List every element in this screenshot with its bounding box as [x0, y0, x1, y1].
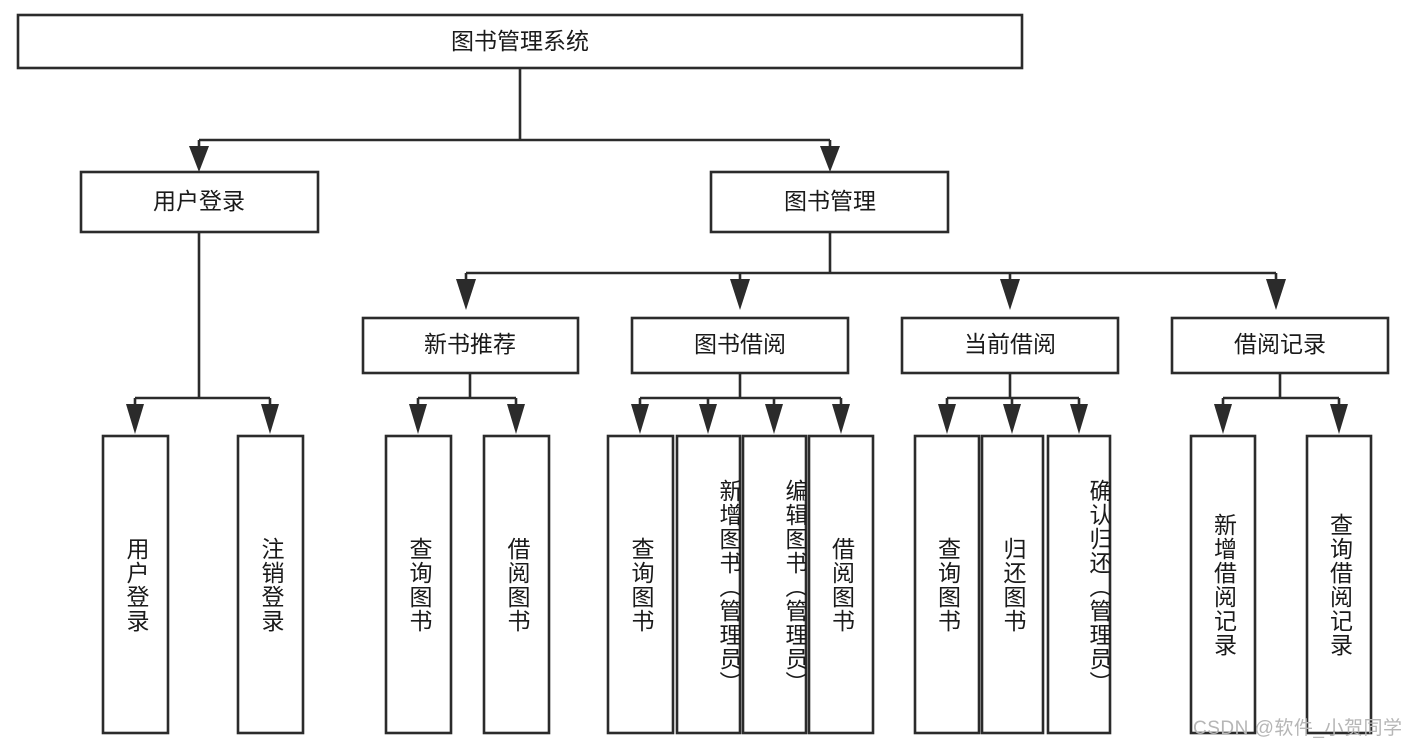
node-borrow-record[interactable]: 借阅记录 [1170, 316, 1390, 375]
arrow-head-nbr-leaf-1 [409, 404, 427, 434]
arrow-head-cb-leaf-1 [938, 404, 956, 434]
arrow-head-bb-leaf-2 [699, 404, 717, 434]
node-new-book-recommend[interactable]: 新书推荐 [361, 316, 580, 375]
arrow-head-to-borrow-record [1266, 279, 1286, 310]
arrow-head-to-book-borrow [730, 279, 750, 310]
node-current-borrow-label: 当前借阅 [964, 331, 1056, 357]
leaf-box-nbr-borrow-book[interactable] [482, 434, 551, 735]
arrow-head-to-current-borrow [1000, 279, 1020, 310]
arrow-head-to-leaf-user-login [126, 404, 144, 434]
node-book-manage-box [709, 170, 950, 234]
leaf-box-bb-query-book[interactable] [606, 434, 675, 735]
node-book-manage[interactable]: 图书管理 [709, 170, 950, 234]
node-book-borrow-box [630, 316, 850, 375]
arrow-head-to-leaf-logout [261, 404, 279, 434]
arrow-head-cb-leaf-2 [1003, 404, 1021, 434]
leaf-box-logout[interactable] [236, 434, 305, 735]
arrow-head-to-user-login [189, 146, 209, 172]
arrow-head-cb-leaf-3 [1070, 404, 1088, 434]
leaf-box-bb-edit-book[interactable] [741, 434, 808, 735]
node-root-label: 图书管理系统 [451, 28, 589, 54]
node-user-login-label: 用户登录 [153, 188, 245, 214]
node-borrow-record-box [1170, 316, 1390, 375]
node-user-login[interactable]: 用户登录 [79, 170, 320, 234]
arrow-head-bb-leaf-1 [631, 404, 649, 434]
node-current-borrow-box [900, 316, 1120, 375]
node-book-manage-label: 图书管理 [784, 188, 876, 214]
leaf-box-bb-add-book[interactable] [675, 434, 742, 735]
node-new-book-recommend-box [361, 316, 580, 375]
node-root[interactable]: 图书管理系统 [16, 13, 1024, 70]
leaf-box-br-add-record[interactable] [1189, 434, 1257, 735]
arrow-head-br-leaf-2 [1330, 404, 1348, 434]
node-borrow-record-label: 借阅记录 [1234, 331, 1326, 357]
node-current-borrow[interactable]: 当前借阅 [900, 316, 1120, 375]
leaf-box-bb-borrow-book[interactable] [807, 434, 875, 735]
node-book-borrow-label: 图书借阅 [694, 331, 786, 357]
node-new-book-recommend-label: 新书推荐 [424, 331, 516, 357]
arrow-head-nbr-leaf-2 [507, 404, 525, 434]
node-book-borrow[interactable]: 图书借阅 [630, 316, 850, 375]
arrow-head-to-new-book-recommend [456, 279, 476, 310]
arrow-head-bb-leaf-3 [765, 404, 783, 434]
leaf-box-cb-query-book[interactable] [913, 434, 981, 735]
arrow-head-br-leaf-1 [1214, 404, 1232, 434]
arrow-head-bb-leaf-4 [832, 404, 850, 434]
leaf-box-cb-return-book[interactable] [980, 434, 1045, 735]
watermark-text: CSDN @软件_小贺同学 [1193, 718, 1403, 739]
leaf-box-cb-confirm-return[interactable] [1046, 434, 1112, 735]
leaf-box-user-login[interactable] [101, 434, 170, 735]
arrow-head-to-book-manage [820, 146, 840, 172]
leaf-box-br-query-record[interactable] [1305, 434, 1373, 735]
node-root-box [16, 13, 1024, 70]
leaf-box-nbr-query-book[interactable] [384, 434, 453, 735]
